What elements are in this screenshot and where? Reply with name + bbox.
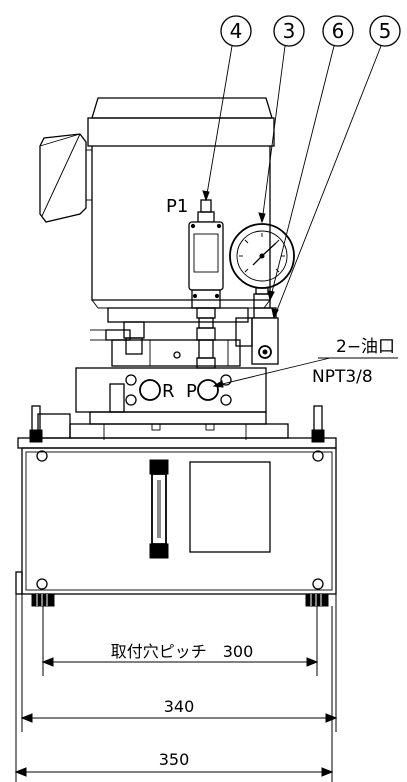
port-p-label: P: [186, 381, 197, 402]
port-note-line1: 2−油口: [336, 337, 395, 357]
width-350-label: 350: [159, 750, 190, 769]
callout-5: 5: [369, 15, 401, 47]
callout-4: 4: [220, 15, 252, 47]
callout-3: 3: [273, 15, 305, 47]
dimension-mounting-pitch: 取付穴ピッチ 300: [41, 642, 319, 667]
dimension-340: 340: [20, 697, 338, 723]
callout-5-label: 5: [379, 19, 392, 43]
dimension-350: 350: [14, 750, 334, 777]
motor: [39, 97, 275, 309]
dimension-extension-lines: [15, 594, 337, 782]
port-r-label: R: [162, 381, 175, 402]
mounting-pitch-label: 取付穴ピッチ 300: [111, 642, 254, 661]
reservoir-lid: [17, 383, 337, 449]
callout-6-label: 6: [332, 19, 345, 43]
leader-lines: [202, 45, 382, 320]
pressure-port-label: P1: [166, 196, 188, 217]
pressure-switch: P1: [166, 196, 224, 369]
pressure-gauge: [229, 223, 295, 309]
reservoir-body: [15, 447, 337, 607]
width-340-label: 340: [164, 697, 195, 716]
pump-adapter: [90, 307, 249, 367]
callout-4-label: 4: [230, 19, 243, 43]
callout-3-label: 3: [283, 19, 296, 43]
callout-6: 6: [322, 15, 354, 47]
check-valve: [235, 307, 279, 365]
port-note-line2: NPT3/8: [312, 367, 373, 387]
